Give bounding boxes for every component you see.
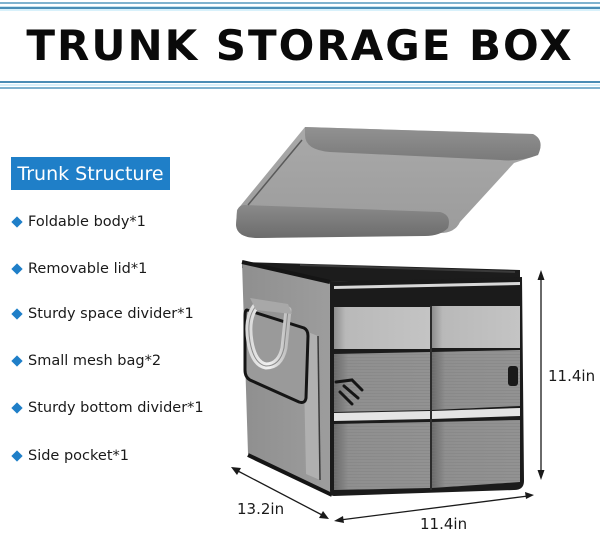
page-title: TRUNK STORAGE BOX xyxy=(26,20,574,70)
feature-item: Sturdy space divider*1 xyxy=(11,306,194,322)
feature-item: Small mesh bag*2 xyxy=(11,353,162,369)
width-dimension-label: 11.4in xyxy=(420,515,468,533)
feature-item: Removable lid*1 xyxy=(11,261,148,277)
feature-label: Sturdy space divider*1 xyxy=(28,306,194,322)
bottom-band-line-2 xyxy=(0,84,600,86)
feature-label: Small mesh bag*2 xyxy=(28,353,162,369)
top-band-line-4 xyxy=(0,9,600,11)
height-arrow xyxy=(537,270,545,480)
feature-item: Foldable body*1 xyxy=(11,214,146,230)
feature-item: Side pocket*1 xyxy=(11,448,129,464)
width-arrow xyxy=(334,492,534,523)
feature-item: Sturdy bottom divider*1 xyxy=(11,400,204,416)
feature-label: Removable lid*1 xyxy=(28,261,148,277)
top-band-line-3 xyxy=(0,7,600,9)
lid xyxy=(236,127,541,238)
top-band-line-1 xyxy=(0,2,600,4)
structure-heading: Trunk Structure xyxy=(11,157,170,190)
bottom-band-line-3 xyxy=(0,87,600,89)
feature-label: Sturdy bottom divider*1 xyxy=(28,400,204,416)
depth-arrow xyxy=(231,467,329,519)
feature-label: Side pocket*1 xyxy=(28,448,129,464)
depth-dimension-label: 13.2in xyxy=(237,500,285,518)
bottom-band-line-1 xyxy=(0,81,600,83)
height-dimension-label: 11.4in xyxy=(548,367,596,385)
feature-label: Foldable body*1 xyxy=(28,214,146,230)
